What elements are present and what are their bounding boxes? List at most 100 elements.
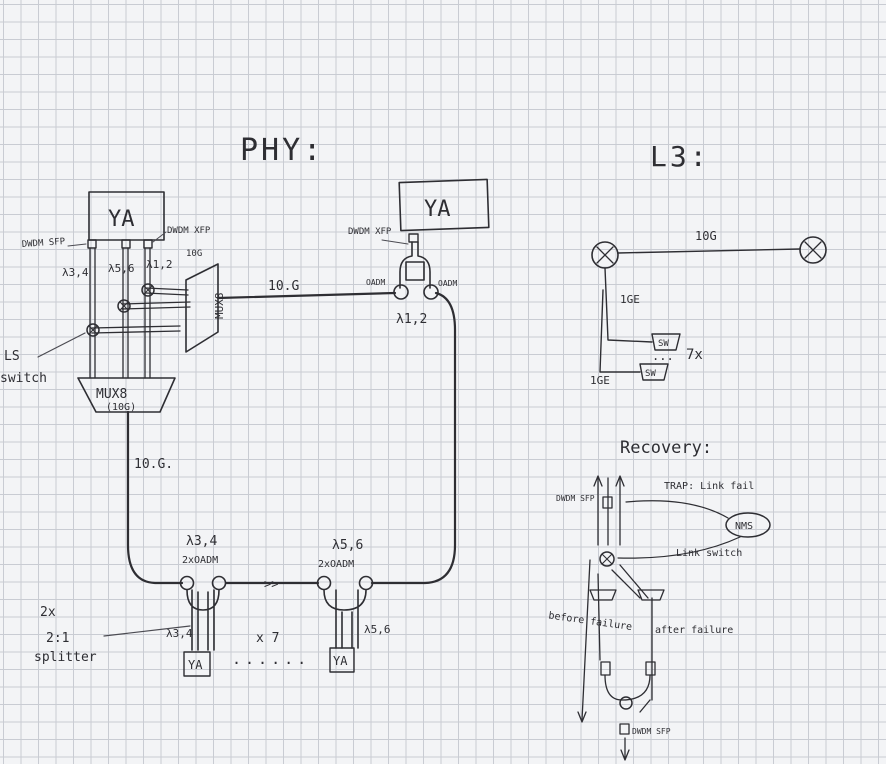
node1-drop-loop bbox=[186, 589, 220, 651]
lambda-12-left: λ1,2 bbox=[146, 258, 173, 271]
times-7-phy: x 7 bbox=[256, 631, 279, 646]
recovery-bottom-loop bbox=[604, 674, 651, 701]
dots-phy: ...... bbox=[232, 650, 310, 668]
node2-drop-lambda: λ5,6 bbox=[364, 623, 391, 636]
line-switch-3 bbox=[141, 283, 155, 297]
splitter-ratio: 2:1 bbox=[46, 631, 69, 646]
fiber-horizontal bbox=[91, 287, 191, 334]
arrow-down-left bbox=[577, 711, 587, 723]
oadm-left-label: OADM bbox=[366, 278, 385, 287]
link-10g-top: 10.G bbox=[268, 279, 299, 294]
arrow-xfp bbox=[152, 231, 167, 243]
phy-heading: PHY: bbox=[240, 133, 324, 168]
node1-oadm-b bbox=[211, 575, 227, 591]
arrow-ls bbox=[37, 332, 86, 358]
fiber-bundle-left bbox=[89, 247, 151, 379]
recovery-trap: TRAP: Link fail bbox=[664, 481, 754, 492]
node1-oadm: 2xOADM bbox=[182, 555, 218, 566]
l3-10g-label: 10G bbox=[695, 229, 717, 243]
line-switch-2 bbox=[117, 299, 131, 313]
recovery-bottom-node bbox=[619, 696, 633, 710]
l3-dots: ... bbox=[652, 349, 674, 363]
line-switch-1 bbox=[86, 323, 100, 337]
recovery-mux-right bbox=[637, 589, 665, 601]
l3-1ge-upper: 1GE bbox=[620, 293, 640, 306]
recovery-link-switch: Link switch bbox=[676, 548, 742, 559]
lambda-12-right: λ1,2 bbox=[396, 312, 427, 327]
arrow-xfp-right bbox=[381, 239, 409, 245]
router-right-icon bbox=[799, 236, 827, 264]
arrow-up-1 bbox=[593, 475, 603, 487]
recovery-box-left bbox=[600, 661, 611, 676]
lambda-34-left: λ3,4 bbox=[62, 266, 89, 279]
recovery-dwdm-sfp: DWDM SFP bbox=[556, 494, 595, 503]
arrow-down-bottom bbox=[620, 737, 630, 761]
recovery-box-right bbox=[645, 661, 656, 676]
node2-drop-loop bbox=[323, 589, 367, 649]
mux-bottom-label: MUX8 bbox=[96, 387, 127, 402]
mux-right bbox=[185, 263, 219, 353]
ya-bottom-right-label: YA bbox=[333, 654, 348, 668]
recovery-heading: Recovery: bbox=[620, 438, 712, 458]
recovery-mux-left bbox=[589, 589, 617, 601]
recovery-dwdm-sfp-bottom: DWDM SFP bbox=[632, 727, 671, 736]
recovery-switch-icon bbox=[599, 551, 615, 567]
l3-link-1ge bbox=[599, 267, 653, 373]
oadm-node-right-b bbox=[423, 284, 439, 300]
node1-drop-lambda: λ3,4 bbox=[166, 627, 193, 640]
dwdm-sfp-left-label: DWDM SFP bbox=[22, 237, 67, 250]
router-left-icon bbox=[591, 241, 619, 269]
node1-lambda: λ3,4 bbox=[186, 534, 217, 549]
recovery-sfp-bottom bbox=[619, 723, 630, 735]
oadm-loop-right bbox=[399, 241, 431, 289]
mux-bottom-sub: (10G) bbox=[106, 402, 136, 413]
sw-lower-icon bbox=[639, 363, 669, 381]
link-10g-left: 10.G. bbox=[134, 457, 173, 472]
splitter-count: 2x bbox=[40, 605, 56, 620]
node2-oadm: 2xOADM bbox=[318, 559, 354, 570]
sw-upper-icon bbox=[651, 333, 681, 351]
recovery-after-failure: after failure bbox=[655, 625, 733, 636]
ya-box-right bbox=[398, 178, 490, 232]
node2-lambda: λ5,6 bbox=[332, 538, 363, 553]
recovery-sfp-top bbox=[602, 496, 613, 509]
sfp-port-3 bbox=[143, 239, 153, 249]
sfp-port-1 bbox=[87, 239, 97, 249]
link-switch-arrow bbox=[617, 536, 741, 559]
node2-oadm-b bbox=[358, 575, 374, 591]
ls-label: LS bbox=[4, 349, 20, 364]
xfp-port-right bbox=[408, 233, 419, 243]
dwdm-xfp-top-label: DWDM XFP bbox=[167, 226, 211, 236]
nms-ellipse bbox=[725, 512, 771, 538]
oadm-right-label: OADM bbox=[438, 279, 457, 288]
mux-right-label: MUX8 bbox=[213, 293, 226, 320]
sw-lower-label: SW bbox=[645, 369, 656, 379]
ya-box-bottom-right bbox=[329, 647, 355, 673]
ya-box-bottom-left bbox=[183, 651, 211, 677]
fiber-ring bbox=[126, 291, 457, 585]
dwdm-xfp-right-label: DWDM XFP bbox=[348, 227, 392, 237]
arrow-up-2 bbox=[615, 475, 625, 487]
ya-right-label: YA bbox=[424, 197, 451, 222]
ten-g-small-label: 10G bbox=[186, 249, 202, 259]
mux-bottom bbox=[77, 377, 176, 413]
l3-1ge-lower: 1GE bbox=[590, 374, 610, 387]
switch-label: switch bbox=[0, 371, 47, 386]
recovery-fibers bbox=[581, 477, 653, 721]
trap-arrow bbox=[625, 500, 729, 519]
ya-left-label: YA bbox=[108, 207, 135, 232]
sw-upper-label: SW bbox=[658, 339, 669, 349]
ya-bottom-left-label: YA bbox=[188, 658, 203, 672]
arrow-sfp bbox=[67, 243, 87, 247]
l3-link-10g bbox=[617, 248, 801, 254]
lambda-56-left: λ5,6 bbox=[108, 262, 135, 275]
sfp-port-2 bbox=[121, 239, 131, 249]
node2-oadm-a bbox=[316, 575, 332, 591]
oadm-node-right-a bbox=[393, 284, 409, 300]
l3-times7: 7x bbox=[686, 347, 703, 363]
recovery-nms: NMS bbox=[735, 521, 753, 532]
arrow-splitter bbox=[103, 625, 191, 637]
l3-heading: L3: bbox=[650, 140, 710, 173]
